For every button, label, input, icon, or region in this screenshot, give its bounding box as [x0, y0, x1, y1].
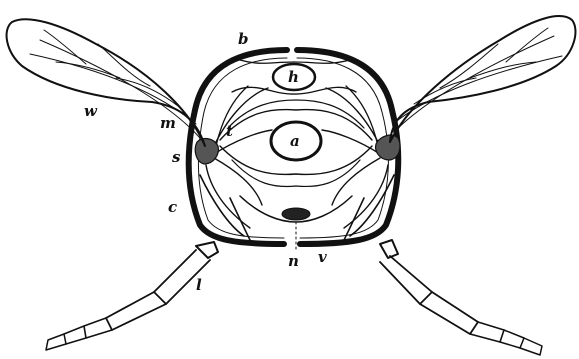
- label-m: m: [160, 114, 176, 132]
- label-a: a: [290, 132, 300, 150]
- right-leg: [344, 175, 542, 355]
- left-leg-l: [46, 175, 250, 350]
- label-h: h: [288, 68, 299, 86]
- label-n: n: [288, 252, 299, 270]
- muscles-right: [322, 86, 388, 228]
- label-c: c: [168, 198, 177, 216]
- label-b: b: [238, 30, 249, 48]
- wing-hinge-right: [376, 135, 400, 160]
- label-w: w: [84, 102, 98, 120]
- right-wing: [390, 16, 575, 142]
- label-t: t: [226, 122, 233, 140]
- wing-hinge-left-s: [195, 139, 218, 164]
- label-v: v: [318, 248, 327, 266]
- label-s: s: [172, 148, 181, 166]
- label-l: l: [196, 276, 202, 294]
